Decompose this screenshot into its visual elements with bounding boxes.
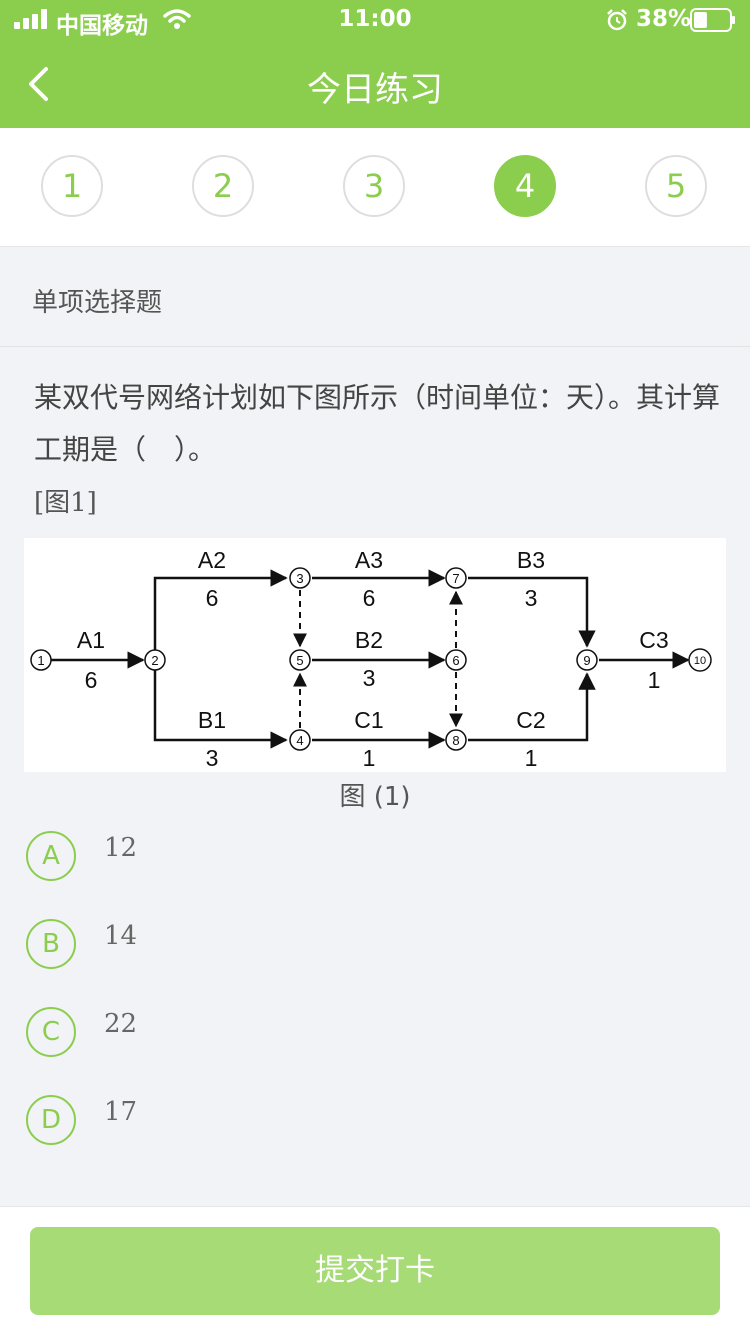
option-b[interactable]: B 14 (26, 919, 716, 971)
activity-duration: 6 (363, 585, 376, 611)
question-number-4[interactable]: 4 (494, 155, 556, 217)
node-label: 7 (452, 571, 459, 586)
activity-name: C1 (354, 707, 383, 733)
activity-duration: 3 (206, 745, 219, 771)
activity-name: B1 (198, 707, 226, 733)
activity-name: B2 (355, 627, 383, 653)
option-d-text: 17 (104, 1097, 138, 1127)
cellular-signal-icon (14, 9, 47, 29)
node-label: 3 (296, 571, 303, 586)
activity-name: C2 (516, 707, 545, 733)
page-title: 今日练习 (307, 70, 443, 110)
question-number-2[interactable]: 2 (192, 155, 254, 217)
status-time: 11:00 (338, 6, 412, 32)
option-c-text: 22 (104, 1009, 138, 1039)
node-label: 10 (694, 655, 706, 667)
option-a[interactable]: A 12 (26, 831, 716, 883)
alarm-clock-icon (607, 9, 627, 31)
activity-duration: 6 (85, 667, 98, 693)
option-b-letter[interactable]: B (26, 919, 76, 969)
node-label: 6 (452, 653, 459, 668)
option-c-letter[interactable]: C (26, 1007, 76, 1057)
question-number-5[interactable]: 5 (645, 155, 707, 217)
status-bar: 中国移动 11:00 38% (0, 0, 750, 40)
option-d[interactable]: D 17 (26, 1095, 716, 1147)
question-number-3[interactable]: 3 (343, 155, 405, 217)
submit-checkin-button[interactable]: 提交打卡 (30, 1227, 720, 1315)
activity-name: C3 (639, 627, 668, 653)
question-type-label: 单项选择题 (32, 288, 163, 318)
node-label: 8 (452, 733, 459, 748)
activity-duration: 3 (363, 665, 376, 691)
activity-name: A3 (355, 547, 383, 573)
activity-duration: 3 (525, 585, 538, 611)
node-label: 1 (37, 653, 44, 668)
option-c[interactable]: C 22 (26, 1007, 716, 1059)
activity-duration: 6 (206, 585, 219, 611)
figure-caption: 图 (1) (339, 782, 411, 812)
app-header: 中国移动 11:00 38% 今日练习 (0, 0, 750, 128)
activity-duration: 1 (648, 667, 661, 693)
node-label: 4 (296, 733, 303, 748)
carrier-name: 中国移动 (56, 13, 148, 39)
option-a-letter[interactable]: A (26, 831, 76, 881)
figure-reference: [图1] (34, 488, 97, 518)
activity-duration: 1 (363, 745, 376, 771)
option-d-letter[interactable]: D (26, 1095, 76, 1145)
activity-name: A1 (77, 627, 105, 653)
battery-percentage: 38% (636, 6, 692, 32)
node-label: 5 (296, 653, 303, 668)
network-diagram: 1 2 3 4 5 6 7 8 9 10 A1 6 A2 6 A3 6 B1 3… (24, 538, 726, 772)
battery-icon (690, 8, 735, 32)
node-label: 2 (151, 653, 158, 668)
option-a-text: 12 (104, 833, 138, 863)
activity-name: A2 (198, 547, 226, 573)
question-number-1[interactable]: 1 (41, 155, 103, 217)
question-type-bar: 单项选择题 (0, 254, 750, 347)
back-chevron-icon[interactable] (24, 66, 54, 102)
activity-duration: 1 (525, 745, 538, 771)
node-label: 9 (583, 653, 590, 668)
option-b-text: 14 (104, 921, 138, 951)
wifi-icon (163, 9, 191, 29)
question-number-nav: 1 2 3 4 5 (0, 128, 750, 247)
activity-name: B3 (517, 547, 545, 573)
footer-bar: 提交打卡 (0, 1206, 750, 1335)
question-text: 某双代号网络计划如下图所示（时间单位：天）。其计算工期是（ ）。 (34, 381, 721, 466)
